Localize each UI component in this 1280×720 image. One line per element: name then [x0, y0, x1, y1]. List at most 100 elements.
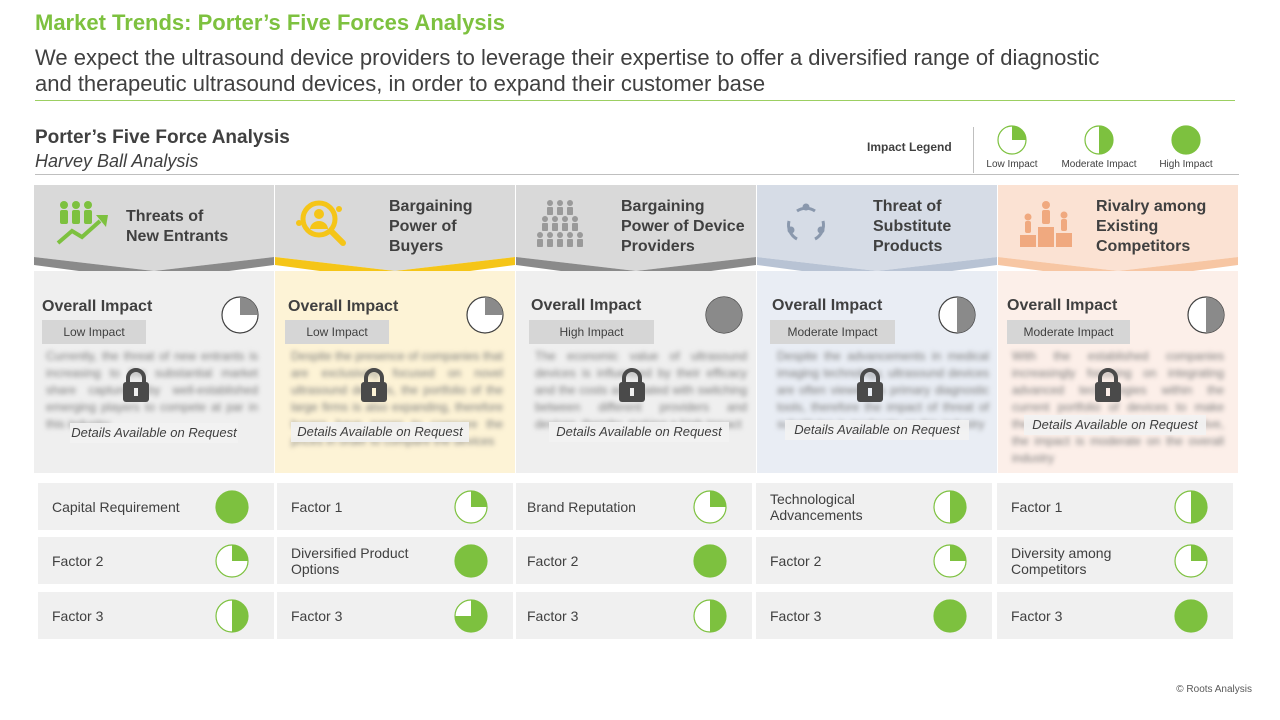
force-title: Bargaining Power of Buyers	[389, 197, 473, 257]
harvey-ball-fill	[1099, 126, 1113, 154]
details-on-request-button[interactable]: Details Available on Request	[549, 422, 729, 442]
force-title-line: Threat of	[873, 198, 942, 215]
impact-badge: Moderate Impact	[1007, 320, 1130, 344]
buyer-search-icon	[296, 200, 346, 246]
details-on-request-button[interactable]: Details Available on Request	[785, 420, 969, 440]
harvey-ball-fill	[232, 600, 248, 632]
force-description: With the established companies increasin…	[1012, 349, 1224, 465]
force-title-line: Existing	[1096, 218, 1159, 235]
factor-label: Capital Requirement	[52, 498, 180, 515]
factor-row: Capital Requirement	[38, 483, 274, 530]
harvey-ball-fill	[455, 600, 487, 632]
force-title: Threats of New Entrants	[126, 207, 228, 247]
harvey-ball-icon	[1174, 544, 1208, 578]
factor-row: Diversified Product Options	[277, 537, 513, 584]
harvey-ball-high-icon	[1171, 125, 1201, 155]
lock-icon	[123, 368, 149, 402]
page-kicker: Market Trends: Porter’s Five Forces Anal…	[35, 10, 505, 35]
harvey-ball-fill	[1012, 126, 1026, 140]
chevron-banner	[275, 185, 515, 271]
force-title-line: New Entrants	[126, 228, 229, 245]
factor-row: Factor 3	[277, 592, 513, 639]
factor-label: Factor 1	[291, 498, 343, 515]
overall-impact-label: Overall Impact	[772, 297, 883, 314]
lock-icon	[1095, 368, 1121, 402]
harvey-ball-fill	[957, 297, 975, 333]
factor-label: Diversified Product Options	[291, 544, 409, 577]
force-title: Threat of Substitute Products	[873, 197, 951, 257]
chevron-banner	[34, 185, 274, 271]
harvey-ball-icon	[215, 544, 249, 578]
factor-label: Brand Reputation	[527, 498, 636, 515]
force-header: Bargaining Power of Device Providers	[516, 185, 756, 271]
factor-label: Factor 2	[527, 552, 579, 569]
force-title-line: Bargaining	[389, 198, 473, 215]
chevron-banner	[516, 185, 756, 271]
impact-badge: Low Impact	[42, 320, 146, 344]
harvey-ball-fill	[694, 545, 726, 577]
harvey-ball-icon	[466, 296, 504, 334]
legend-label-low: Low Impact	[986, 159, 1038, 170]
harvey-ball-fill	[216, 491, 248, 523]
factor-row: Factor 1	[277, 483, 513, 530]
factor-row: Factor 2	[38, 537, 274, 584]
legend-item-low: Low Impact	[967, 124, 1057, 170]
factor-row: Factor 3	[997, 592, 1233, 639]
harvey-ball-icon	[938, 296, 976, 334]
section-subtitle: Harvey Ball Analysis	[35, 151, 199, 171]
force-column-substitutes: Threat of Substitute Products Overall Im…	[757, 185, 997, 473]
harvey-ball-fill	[950, 545, 966, 561]
harvey-ball-fill	[455, 545, 487, 577]
force-column-rivalry: Rivalry among Existing Competitors Overa…	[998, 185, 1238, 473]
factor-label: Technological Advancements	[770, 490, 863, 523]
force-header: Rivalry among Existing Competitors	[998, 185, 1238, 271]
harvey-ball-fill	[706, 297, 742, 333]
headline-line-2: and therapeutic ultrasound devices, in o…	[35, 71, 766, 96]
harvey-ball-fill	[1172, 126, 1200, 154]
harvey-ball-fill	[471, 491, 487, 507]
factor-row: Brand Reputation	[516, 483, 752, 530]
harvey-ball-icon	[454, 544, 488, 578]
details-on-request-button[interactable]: Details Available on Request	[291, 422, 469, 442]
factor-row: Factor 3	[516, 592, 752, 639]
force-title-line: Products	[873, 238, 943, 255]
harvey-ball-icon	[933, 490, 967, 524]
legend-label-high: High Impact	[1159, 159, 1213, 170]
factor-row: Factor 3	[756, 592, 992, 639]
lock-icon	[361, 368, 387, 402]
force-column-buyers: Bargaining Power of Buyers Overall Impac…	[275, 185, 515, 473]
harvey-ball-icon	[215, 490, 249, 524]
harvey-ball-icon	[454, 490, 488, 524]
legend-item-high: High Impact	[1141, 124, 1231, 170]
harvey-ball-icon	[1174, 490, 1208, 524]
force-title-line: Rivalry among	[1096, 198, 1207, 215]
factor-row: Technological Advancements	[756, 483, 992, 530]
overall-impact-label: Overall Impact	[1007, 297, 1118, 314]
factor-label: Factor 3	[770, 607, 822, 624]
factor-row: Factor 2	[756, 537, 992, 584]
impact-badge: Low Impact	[285, 320, 389, 344]
harvey-ball-low-icon	[997, 125, 1027, 155]
details-on-request-button[interactable]: Details Available on Request	[70, 423, 238, 443]
harvey-ball-fill	[934, 600, 966, 632]
legend-divider	[973, 127, 974, 173]
harvey-ball-fill	[710, 491, 726, 507]
force-title-line: Substitute	[873, 218, 952, 235]
chevron-banner	[757, 185, 997, 271]
details-on-request-button[interactable]: Details Available on Request	[1024, 415, 1206, 435]
header-divider	[35, 100, 1235, 101]
harvey-ball-fill	[485, 297, 503, 315]
harvey-ball-fill	[1175, 600, 1207, 632]
force-title-line: Competitors	[1096, 238, 1191, 255]
harvey-ball-icon	[705, 296, 743, 334]
force-title: Bargaining Power of Device Providers	[621, 197, 745, 257]
factor-label: Factor 3	[1011, 607, 1063, 624]
harvey-ball-fill	[950, 491, 966, 523]
force-header: Bargaining Power of Buyers	[275, 185, 515, 271]
harvey-ball-icon	[221, 296, 259, 334]
harvey-ball-icon	[454, 599, 488, 633]
harvey-ball-fill	[1191, 545, 1207, 561]
factor-label: Factor 2	[52, 552, 104, 569]
factor-label: Diversity among Competitors	[1011, 544, 1112, 577]
factor-label: Factor 3	[291, 607, 343, 624]
